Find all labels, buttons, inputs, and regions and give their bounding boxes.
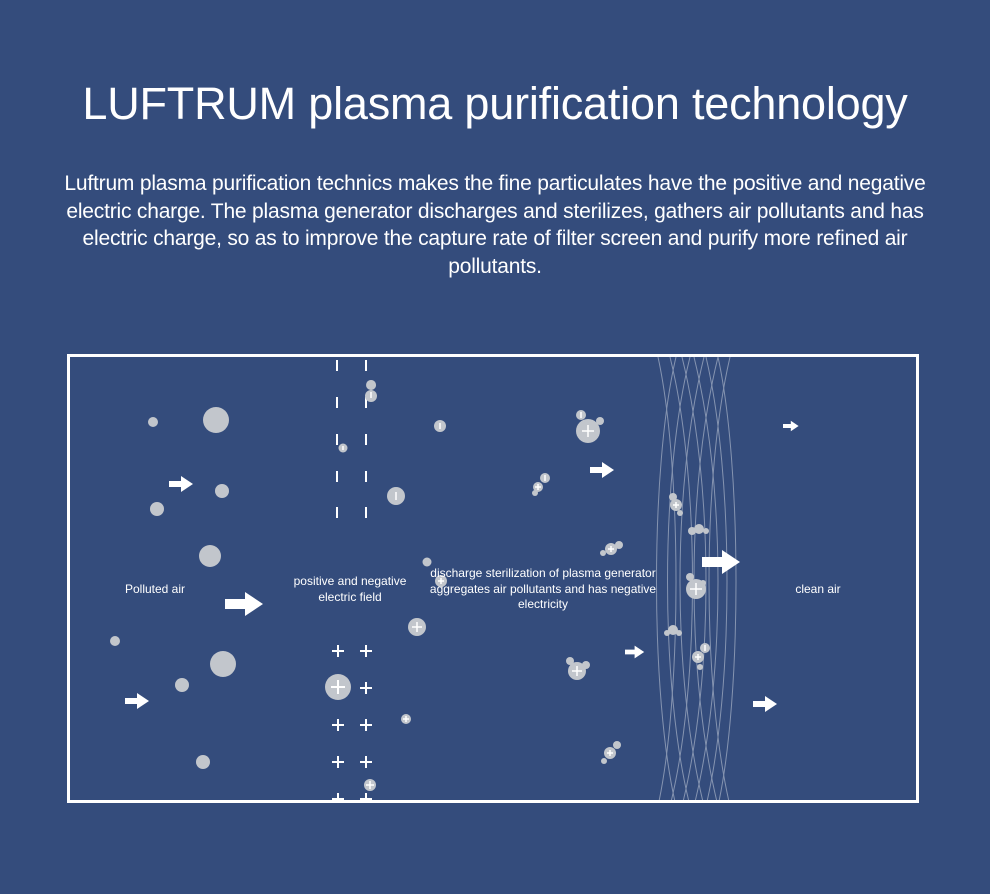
polluted-air-label: Polluted air [124,582,186,596]
positive-electrodes [332,645,372,800]
positive-particles [325,575,447,700]
intro-paragraph: Luftrum plasma purification technics mak… [64,172,926,278]
filter-screen [656,357,737,800]
polluted-particles [110,407,236,769]
electric-field-label: positive and negative electric field [293,574,407,604]
page-title: LUFTRUM plasma purification technology [82,78,908,129]
diagram-graphics [110,357,799,800]
negative-electrodes [336,360,367,518]
purification-diagram: Polluted air positive and negative elect… [67,354,919,803]
clean-air-label: clean air [795,582,841,596]
discharge-label: discharge sterilization of plasma genera… [429,566,657,611]
